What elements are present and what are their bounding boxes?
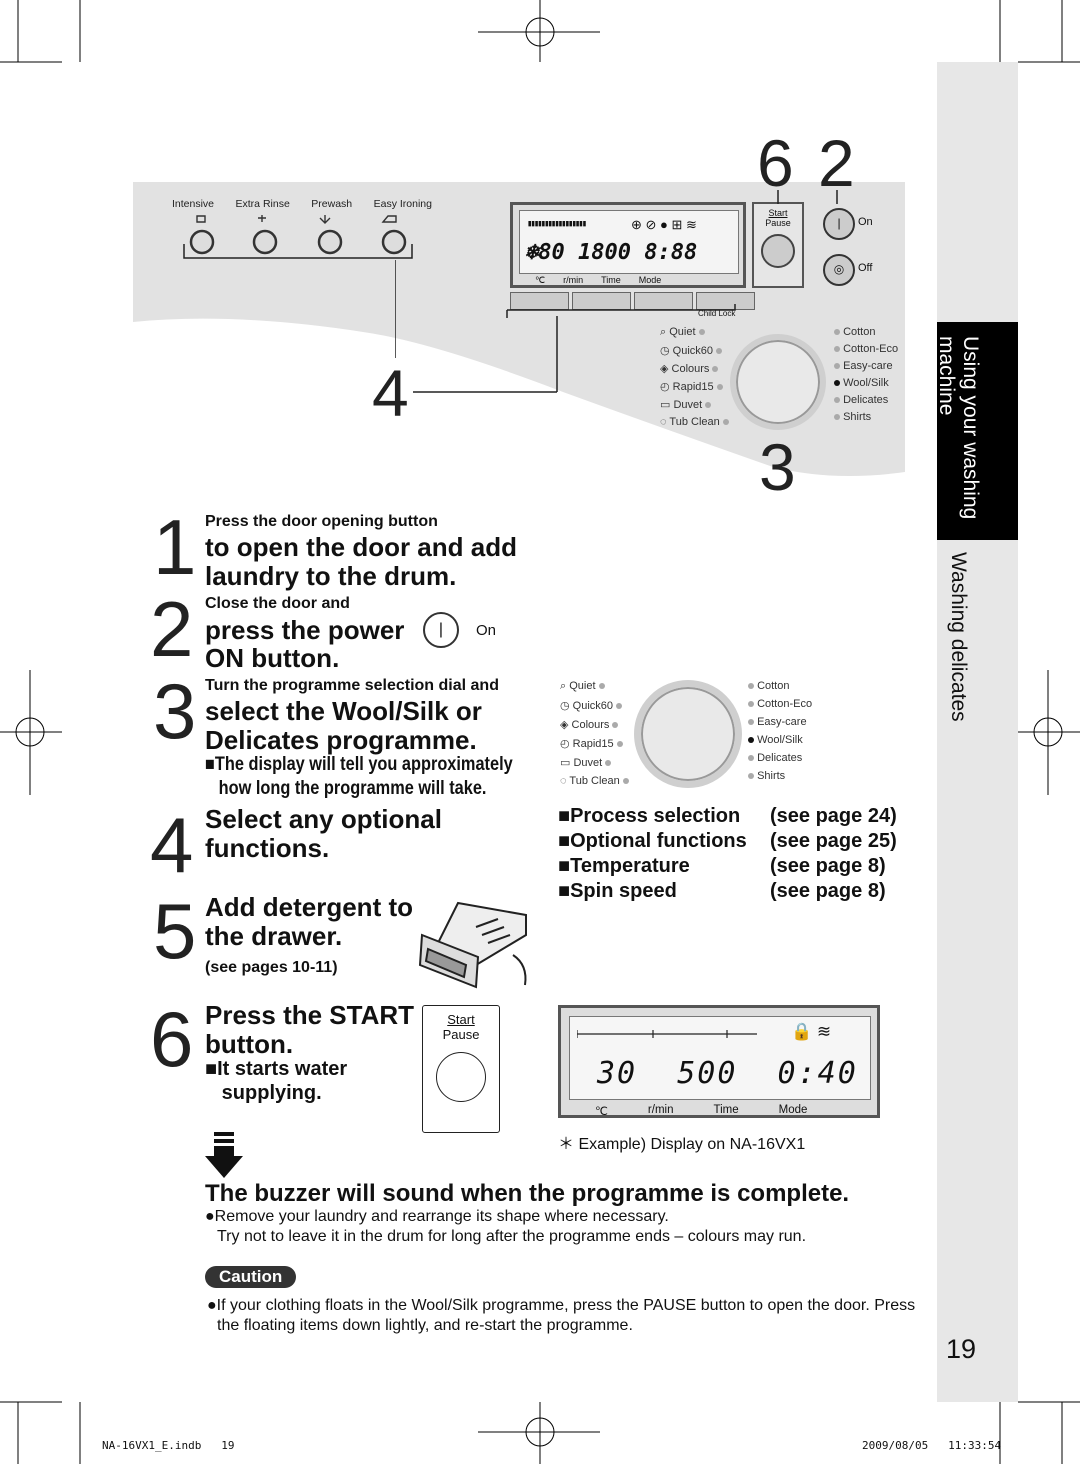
section-tab-label: Using your washing machine — [935, 336, 982, 520]
callout-6: 6 — [757, 126, 794, 200]
step-3-note: ■The display will tell you approximately… — [205, 754, 513, 799]
start-pause-button[interactable] — [761, 234, 795, 268]
programme-list-right-2: Cotton Cotton-Eco Easy-care Wool/Silk De… — [748, 680, 828, 782]
example-display-icons: 🔒 ≋ — [791, 1022, 832, 1041]
step-5-number: 5 — [153, 887, 197, 975]
programme-list-left: ⌕ Quiet ◷ Quick60 ◈ Colours ◴ Rapid15 ▭ … — [660, 326, 729, 428]
step-6-text-line2: button. — [205, 1029, 294, 1059]
programme-dial[interactable] — [730, 334, 826, 430]
step-2-text-line2: ON button. — [205, 643, 340, 673]
step-5-text-line1: Add detergent to — [205, 892, 413, 922]
footer-datetime: 2009/08/05 11:33:54 — [862, 1439, 1002, 1452]
step-1-text: to open the door and add laundry to the … — [205, 532, 517, 591]
reference-row: ■Optional functions(see page 25) — [558, 830, 897, 852]
programme-dial-2[interactable] — [634, 680, 742, 788]
step-5-see-pages: (see pages 10-11) — [205, 959, 338, 976]
example-display-values: 30 500 0:40 — [597, 1056, 858, 1091]
callout-lines — [395, 190, 838, 420]
example-display: 🔒 ≋ 30 500 0:40 ℃ r/min Time Mode — [558, 1005, 880, 1118]
step-1-intro: Press the door opening button — [205, 513, 438, 530]
start-pause-icon — [436, 1052, 486, 1102]
step-2-intro: Close the door and — [205, 595, 350, 612]
step-6-number: 6 — [150, 995, 194, 1083]
completion-heading: The buzzer will sound when the programme… — [205, 1180, 850, 1207]
section-tab — [937, 322, 1018, 540]
step-3-text: select the Wool/Silk or Delicates progra… — [205, 696, 482, 755]
power-on-button[interactable]: | — [823, 208, 855, 240]
lcd-digits: ❄80 1800 8:88 — [525, 240, 698, 265]
option-label-prewash: Prewash — [311, 198, 353, 210]
option-buttons: Intensive Extra Rinse Prewash Easy Ironi… — [172, 198, 432, 210]
down-arrow-icon — [205, 1132, 243, 1178]
reference-row: ■Process selection(see page 24) — [558, 805, 897, 827]
completion-line-1: ●Remove your laundry and rearrange its s… — [205, 1208, 669, 1225]
caution-text: ●If your clothing floats in the Wool/Sil… — [207, 1297, 916, 1334]
reference-row: ■Temperature(see page 8) — [558, 855, 886, 877]
topic-label: Washing delicates — [947, 552, 970, 722]
power-icon: | — [423, 612, 459, 648]
sidebar — [937, 62, 1018, 1402]
start-pause-illustration: Start Pause — [422, 1005, 500, 1133]
example-caption: ＊ Example) Display on NA-16VX1 — [558, 1136, 806, 1153]
callout-3: 3 — [759, 430, 796, 504]
option-icons — [183, 215, 413, 259]
step-4-number: 4 — [150, 801, 194, 889]
child-lock-label: Child Lock — [698, 309, 736, 318]
step-5-text-line2: the drawer. — [205, 921, 343, 951]
step-6-text-line1: Press the START — [205, 1000, 415, 1030]
intensive-button — [189, 229, 215, 255]
easy-ironing-button — [381, 229, 407, 255]
power-on-label: On — [858, 216, 873, 228]
step-2-on-label: On — [476, 622, 497, 639]
step-4-text: Select any optional functions. — [205, 804, 442, 863]
example-display-bar — [577, 1030, 757, 1038]
caution-badge: Caution — [205, 1266, 297, 1288]
extra-rinse-button — [252, 229, 278, 255]
step-3-intro: Turn the programme selection dial and — [205, 677, 499, 694]
programme-list-right: Cotton Cotton-Eco Easy-care Wool/Silk De… — [834, 326, 904, 423]
power-off-label: Off — [858, 262, 873, 274]
programme-list-left-2: ⌕ Quiet ◷ Quick60 ◈ Colours ◴ Rapid15 ▭ … — [560, 680, 630, 787]
reference-list: ■Process selection(see page 24) ■Optiona… — [558, 805, 908, 903]
step-2-number: 2 — [150, 585, 194, 673]
option-label-easy-ironing: Easy Ironing — [373, 198, 432, 210]
start-pause-panel: Start Pause — [752, 202, 804, 288]
page-number: 19 — [946, 1334, 977, 1364]
option-label-extra-rinse: Extra Rinse — [235, 198, 290, 210]
step-1-number: 1 — [153, 503, 197, 591]
lcd-bars: ▮▮▮▮▮▮▮▮▮▮▮▮▮▮▮▮▮ — [527, 219, 587, 229]
lcd-panel: ▮▮▮▮▮▮▮▮▮▮▮▮▮▮▮▮▮ ⊕ ⊘ ● ⊞ ≋ ❄80 1800 8:8… — [510, 202, 746, 288]
example-display-units: ℃ r/min Time Mode — [595, 1104, 808, 1118]
callout-2: 2 — [818, 126, 855, 200]
callout-4: 4 — [372, 356, 409, 430]
reference-row: ■Spin speed(see page 8) — [558, 880, 886, 902]
completion-line-2: Try not to leave it in the drum for long… — [217, 1228, 807, 1245]
step-3-number: 3 — [153, 667, 197, 755]
prewash-button — [317, 229, 343, 255]
footer-file: NA-16VX1_E.indb 19 — [102, 1439, 235, 1452]
detergent-drawer-illustration — [418, 901, 527, 989]
lcd-units: ℃ r/min Time Mode — [535, 275, 662, 285]
lcd-status-icons: ⊕ ⊘ ● ⊞ ≋ — [631, 217, 697, 232]
step-6-note: ■It starts water supplying. — [205, 1058, 348, 1104]
step-2-text-line1: press the power — [205, 615, 405, 645]
option-label-intensive: Intensive — [172, 198, 215, 210]
power-off-button[interactable]: ◎ — [823, 254, 855, 286]
